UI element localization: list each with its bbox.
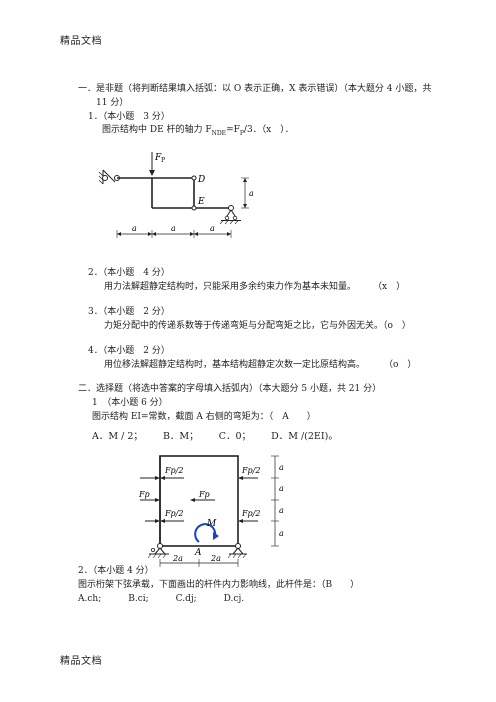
dim-bottom-left: 2a: [172, 554, 183, 563]
dim-right-2: a: [279, 484, 284, 493]
left-pin-support: [98, 169, 120, 185]
option-a: A．M / 2；: [92, 431, 143, 442]
page-header: 精品文档: [60, 36, 102, 47]
q4-answer: （o ）: [384, 360, 417, 370]
dim-right-1: a: [279, 463, 284, 472]
q3-label: 3．（本小题 2 分）: [88, 307, 170, 317]
q3-text: 力矩分配中的传递系数等于传递弯矩与分配弯矩之比，它与外因无关。（o ）: [104, 321, 411, 331]
fp-sub: P: [161, 157, 165, 164]
q4-text: 用位移法解超静定结构时，基本结构超静定次数一定比原结构高。: [104, 360, 366, 370]
q1-frame-figure: F P D E a a a a: [98, 152, 254, 238]
node-e-label: E: [197, 197, 205, 207]
moment-label: M: [206, 519, 217, 529]
option-b: B．M；: [162, 431, 199, 442]
section2-heading: 二．选择题（将选中答案的字母填入括弧内）（本大题分 5 小题，共 21 分）: [78, 384, 382, 394]
fp2-left-top: Fp/2: [164, 466, 183, 475]
dim-bottom-3: a: [210, 224, 215, 233]
q1-text: 图示结构中 DE 杆的轴力 FNDE=FP/3．（x ）．: [102, 125, 294, 137]
q2-label: 2．（本小题 4 分）: [88, 268, 170, 278]
q4-label: 4．（本小题 2 分）: [88, 346, 170, 356]
q2-frame-figure: Fp/2 Fp Fp/2 Fp Fp/2 Fp/2 M A a a a a: [138, 455, 284, 567]
s2-q2-options: A.ch; B.ci; C.dj; D.cj.: [78, 594, 245, 604]
right-support: [227, 543, 247, 559]
option-d: D．M /(2EI)。: [271, 431, 338, 442]
fp2-left-bot: Fp/2: [164, 509, 183, 518]
q1-text-a: 图示结构中 DE 杆的轴力 F: [102, 125, 212, 135]
q1-label: 1．（本小题 3 分）: [88, 112, 170, 122]
fp-mid: Fp: [198, 490, 210, 499]
dim-right-3: a: [279, 506, 284, 515]
right-roller-support: [219, 205, 241, 225]
q1-text-b: =F: [226, 125, 240, 135]
q2-text: 用力法解超静定结构时，只能采用多余约束力作为基本未知量。: [104, 282, 357, 292]
dim-right-4: a: [279, 529, 284, 538]
q2-answer: （x ）: [373, 282, 406, 292]
dim-a-vertical: a: [249, 189, 254, 198]
fp2-right-top: Fp/2: [241, 466, 260, 475]
s2-q1-label: 1 （本小题 6 分）: [92, 398, 168, 408]
s2-q2-text: 图示桁架下弦承载，下面画出的杆件内力影响线，此杆件是：（B ）: [78, 580, 360, 590]
q1-text-c: /3．（x ）．: [243, 125, 294, 135]
option-c: C．0；: [218, 431, 252, 442]
moment-arc: [194, 523, 217, 543]
q1-sub-p: P: [239, 129, 244, 137]
dim-bottom-right: 2a: [210, 554, 221, 563]
s2-q1-options: A．M / 2； B．M； C．0； D．M /(2EI)。: [92, 431, 338, 442]
fp-left-mid: Fp: [138, 490, 150, 499]
page-footer: 精品文档: [60, 656, 102, 667]
left-support: [147, 543, 169, 559]
s2-q1-text: 图示结构 EI=常数，截面 A 右侧的弯矩为：（ A ）: [92, 412, 316, 422]
s2-q2-label: 2．（本小题 4 分）: [78, 566, 154, 576]
fp-label: F: [154, 153, 162, 163]
node-d-label: D: [197, 175, 205, 185]
section1-heading-cont: 11 分）: [96, 98, 129, 108]
q1-sub-nde: NDE: [211, 129, 227, 137]
fp2-right-bot: Fp/2: [241, 509, 260, 518]
section1-heading: 一．是非题（将判断结果填入括弧：以 O 表示正确，X 表示错误）（本大题分 4 …: [78, 84, 432, 94]
point-a-label: A: [194, 548, 202, 558]
dim-bottom-2: a: [171, 224, 176, 233]
loads: [140, 476, 258, 523]
dim-bottom-1: a: [132, 224, 137, 233]
